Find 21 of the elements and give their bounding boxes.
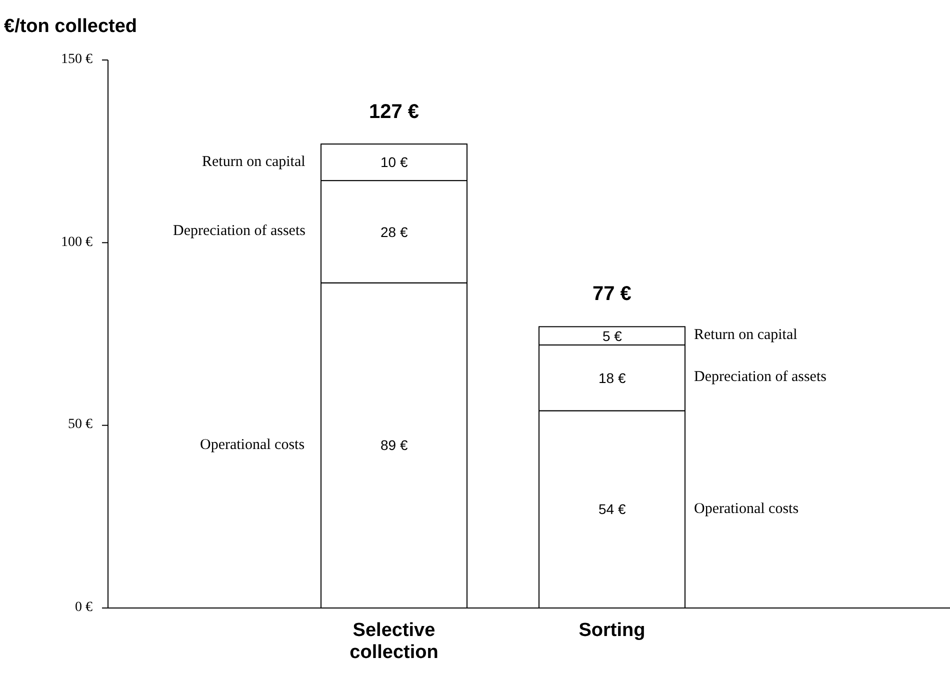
value-label: 5 € <box>602 328 622 344</box>
axis-title: €/ton collected <box>4 16 138 38</box>
series-label: Depreciation of assets <box>173 223 306 240</box>
tick-label: 50 € <box>68 417 92 434</box>
total-label: 77 € <box>592 283 632 306</box>
value-label: 10 € <box>380 154 408 170</box>
total-label: 127 € <box>369 100 420 124</box>
series-label: Depreciation of assets <box>694 369 826 387</box>
tick-label: 100 € <box>61 234 92 251</box>
category-label: Sorting <box>578 620 646 642</box>
value-label: 18 € <box>598 370 626 386</box>
series-label: Operational costs <box>694 500 799 518</box>
value-label: 54 € <box>598 501 626 518</box>
value-label: 89 € <box>380 437 408 454</box>
value-label: 28 € <box>380 224 408 240</box>
series-label: Return on capital <box>694 327 798 345</box>
tick-label: 0 € <box>75 600 92 616</box>
tick-label: 150 € <box>61 52 92 68</box>
series-label: Return on capital <box>202 154 306 172</box>
series-label: Operational costs <box>200 436 305 454</box>
category-label: Selective collection <box>348 620 440 664</box>
